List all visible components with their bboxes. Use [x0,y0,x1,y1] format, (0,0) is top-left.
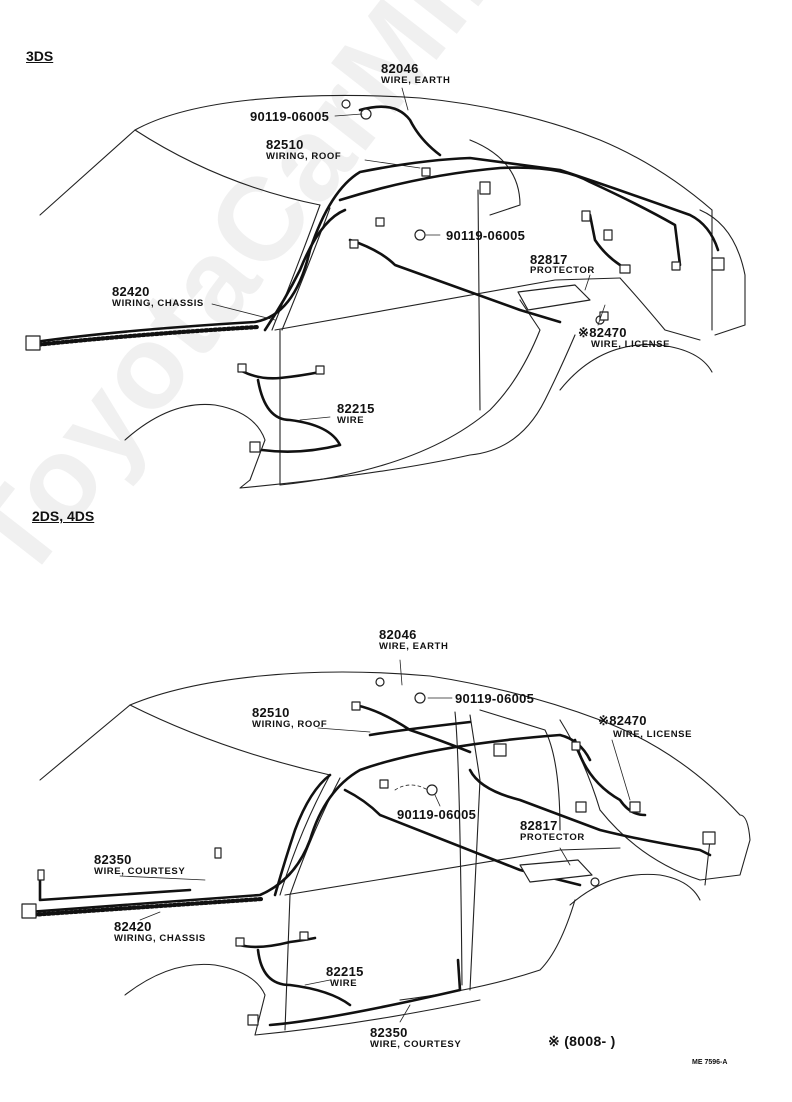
part-number-wire: 82215 [326,964,364,979]
part-number-wire-earth: 82046 [379,627,417,642]
part-number-protector: 82817 [520,818,558,833]
part-number-wire-courtesy: 82350 [370,1025,408,1040]
part-desc-protector: PROTECTOR [530,265,595,276]
part-desc-protector: PROTECTOR [520,832,585,843]
harness-3ds [32,105,720,453]
car-body-3ds [39,94,746,489]
part-desc-wiring-chassis: WIRING, CHASSIS [112,298,204,309]
part-number-bolt: 90119-06005 [250,109,330,124]
part-desc-wire-courtesy: WIRE, COURTESY [94,866,186,877]
part-desc-wire: WIRE [337,415,365,426]
part-number-bolt: 90119-06005 [446,228,526,243]
part-number-bolt: 90119-06005 [397,807,477,822]
footnote: ※ (8008- ) [548,1033,616,1049]
part-number-wiring-roof: 82510 [252,705,290,720]
connectors-3ds [25,99,725,453]
part-number-protector: 82817 [530,252,568,267]
part-desc-wire-earth: WIRE, EARTH [381,75,451,86]
part-number-wire-courtesy: 82350 [94,852,132,867]
part-number-wire-earth: 82046 [381,61,419,76]
part-desc-wiring-roof: WIRING, ROOF [266,151,342,162]
section-title-3ds: 3DS [26,48,54,64]
part-desc-wire-courtesy: WIRE, COURTESY [370,1039,462,1050]
part-number-wiring-roof: 82510 [266,137,304,152]
part-number-wiring-chassis: 82420 [112,284,150,299]
connectors-2ds [21,677,716,1026]
part-desc-wire-earth: WIRE, EARTH [379,641,449,652]
part-desc-wiring-chassis: WIRING, CHASSIS [114,933,206,944]
section-title-2ds-4ds: 2DS, 4DS [32,508,95,524]
figure-code: ME 7596-A [692,1059,728,1066]
part-number-wire-license: ※82470 [578,325,627,340]
part-number-wire-license: ※82470 [598,713,647,728]
part-number-wiring-chassis: 82420 [114,919,152,934]
part-desc-wire: WIRE [330,978,358,989]
harness-2ds [26,703,712,1027]
leaders-2ds [119,659,631,1023]
part-desc-wire-license: WIRE, LICENSE [591,339,671,350]
part-number-bolt: 90119-06005 [455,691,535,706]
part-number-wire: 82215 [337,401,375,416]
leaders-3ds [211,87,606,421]
part-desc-wire-license: WIRE, LICENSE [613,729,693,740]
part-desc-wiring-roof: WIRING, ROOF [252,719,328,730]
